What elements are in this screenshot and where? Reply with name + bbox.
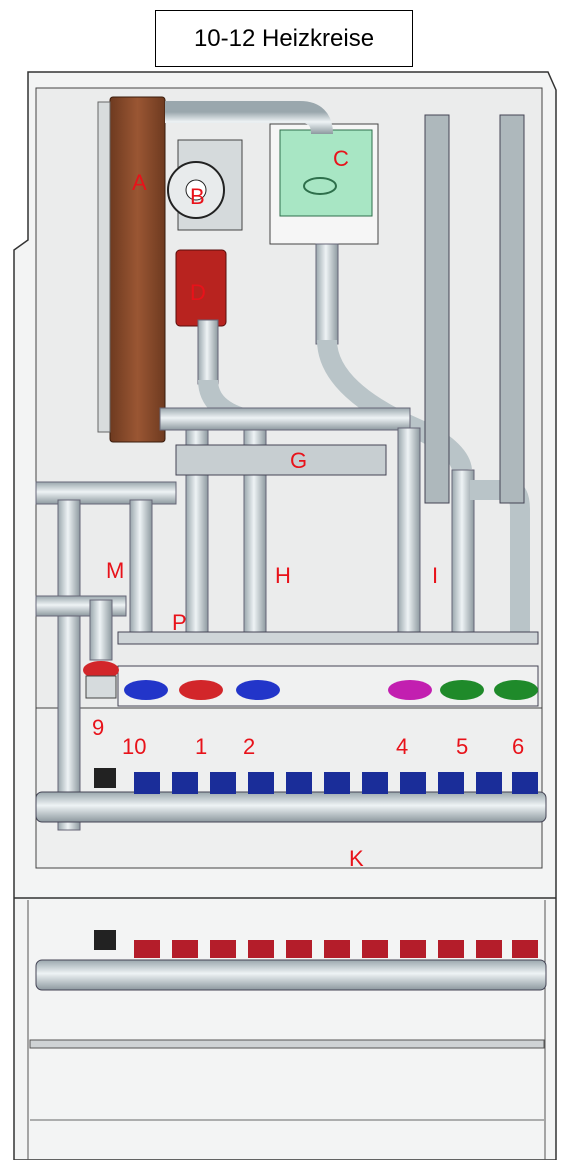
- label-C: C: [333, 146, 349, 171]
- circuit-number-6: 6: [512, 734, 524, 759]
- label-M: M: [106, 558, 124, 583]
- label-G: G: [290, 448, 307, 473]
- manifold-return: [35, 930, 547, 991]
- label-B: B: [190, 184, 205, 209]
- label-I: I: [432, 563, 438, 588]
- bracket: [175, 444, 387, 476]
- label-H: H: [275, 563, 291, 588]
- title-box: 10-12 Heizkreise: [155, 10, 413, 67]
- ball-valves: [83, 661, 538, 700]
- heat-exchanger: [97, 96, 166, 443]
- label-K: K: [349, 846, 364, 871]
- circuit-number-10: 10: [122, 734, 146, 759]
- control-box: [269, 123, 379, 245]
- circuit-number-5: 5: [456, 734, 468, 759]
- pump: [167, 139, 243, 231]
- manifold-flow: [35, 768, 547, 823]
- label-P: P: [172, 610, 187, 635]
- pipework: [35, 101, 530, 831]
- circuit-number-9: 9: [92, 715, 104, 740]
- label-A: A: [132, 170, 147, 195]
- circuit-number-2: 2: [243, 734, 255, 759]
- circuit-number-1: 1: [195, 734, 207, 759]
- circuit-number-4: 4: [396, 734, 408, 759]
- page-title: 10-12 Heizkreise: [193, 24, 375, 52]
- label-D: D: [190, 280, 206, 305]
- mounting-rails: [424, 114, 525, 504]
